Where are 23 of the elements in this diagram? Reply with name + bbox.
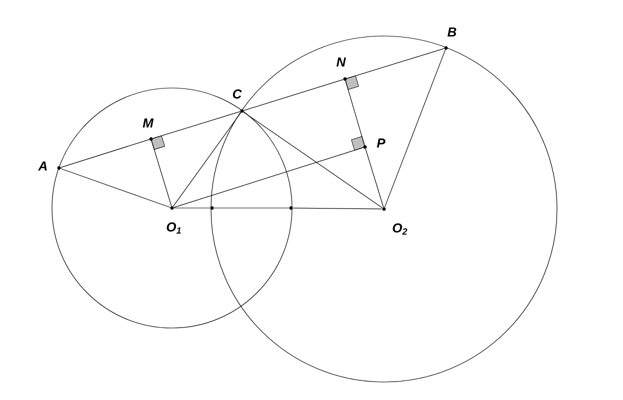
line-segment	[244, 79, 344, 111]
point-label: P	[376, 138, 386, 148]
line-segment	[384, 50, 446, 208]
point-label: O$_{1}$	[166, 222, 181, 234]
line-segment	[152, 111, 240, 139]
line-segment	[172, 112, 242, 207]
line-segment	[365, 148, 384, 208]
line-segment	[292, 208, 382, 210]
point-label: N	[336, 58, 346, 66]
point-label: C	[232, 89, 242, 99]
line-segment	[243, 112, 383, 208]
point-label: O$_{2}$	[392, 223, 408, 235]
line-segment	[60, 139, 150, 168]
line-segment	[346, 48, 444, 79]
point	[210, 206, 214, 210]
line-segment	[60, 168, 170, 208]
point	[289, 206, 293, 210]
line-segment	[174, 147, 364, 208]
point-label: M	[142, 118, 154, 128]
line-segment	[151, 140, 172, 206]
point-label: B	[448, 28, 456, 36]
point-label: A	[38, 162, 47, 170]
line-segment	[345, 80, 365, 146]
